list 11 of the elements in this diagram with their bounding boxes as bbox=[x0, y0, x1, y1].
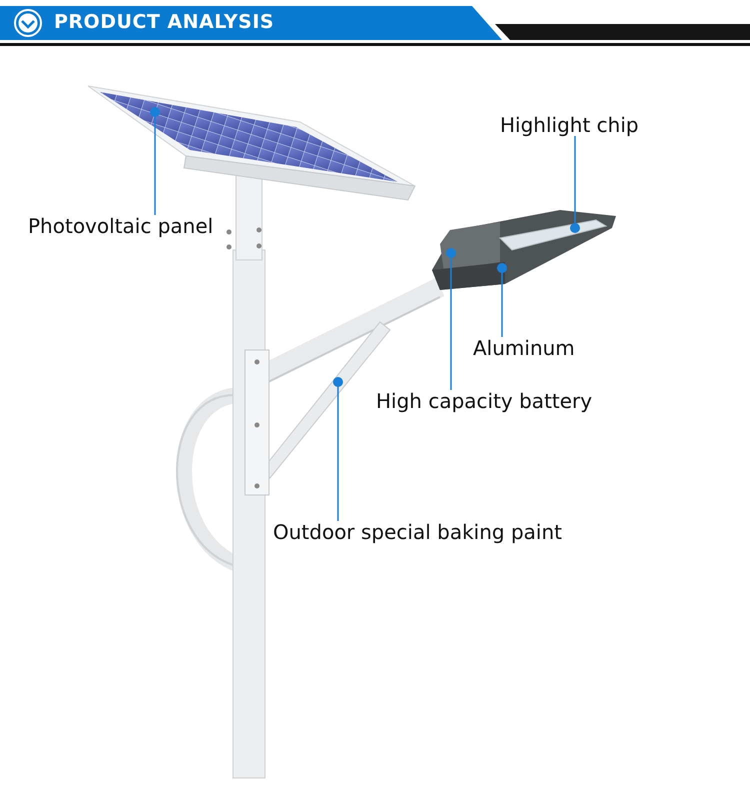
banner-title: PRODUCT ANALYSIS bbox=[54, 10, 274, 35]
leader-line bbox=[446, 248, 456, 390]
callout-label: Photovoltaic panel bbox=[28, 213, 214, 239]
callout-label: Highlight chip bbox=[500, 112, 639, 138]
callout-label: Aluminum bbox=[473, 335, 575, 361]
callout-label: High capacity battery bbox=[376, 388, 592, 414]
leader-line bbox=[150, 107, 160, 215]
leader-line bbox=[570, 136, 580, 233]
leader-line bbox=[497, 263, 507, 337]
leader-line bbox=[333, 377, 343, 521]
callout-label: Outdoor special baking paint bbox=[273, 519, 562, 545]
